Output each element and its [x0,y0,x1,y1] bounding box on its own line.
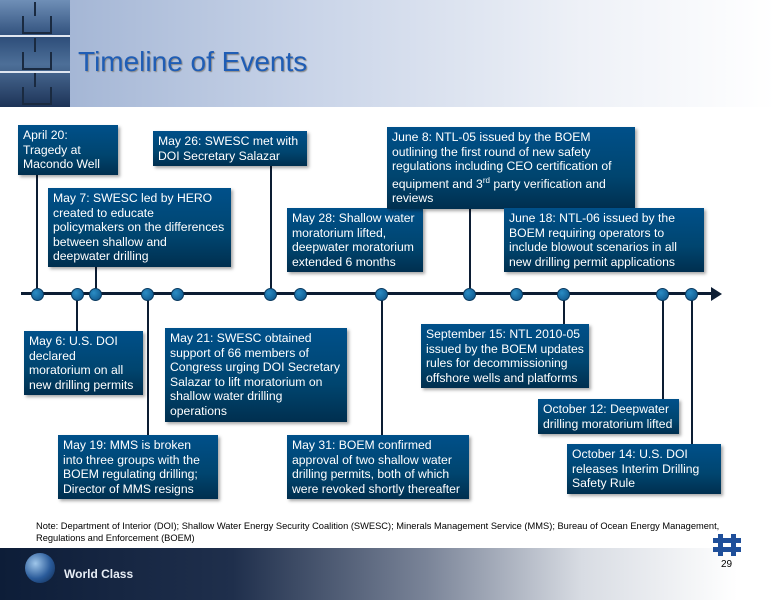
event-sep15: September 15: NTL 2010-05 issued by the … [421,324,589,389]
oil-rig-icon [22,73,52,105]
footer-bar [0,548,776,600]
timeline-dot [685,288,698,301]
connector-oct14 [691,294,693,444]
event-oct12: October 12: Deepwater drilling moratoriu… [538,399,679,435]
timeline-dot [89,288,102,301]
event-may7: May 7: SWESC led by HERO created to educ… [48,188,231,267]
connector-may7 [95,250,97,293]
event-jun8-superscript: rd [482,175,490,185]
company-logo-icon [713,534,741,556]
header-banner [0,0,776,107]
connector-may19 [147,294,149,437]
connector-sep15 [563,294,565,324]
connector-may26 [270,166,272,293]
timeline-dot [463,288,476,301]
timeline-axis [21,292,713,295]
connector-apr20 [36,160,38,293]
event-jun8: June 8: NTL-05 issued by the BOEM outlin… [387,127,635,210]
event-may19: May 19: MMS is broken into three groups … [58,435,218,500]
timeline-dot [31,288,44,301]
footnote: Note: Department of Interior (DOI); Shal… [36,521,720,543]
page-number: 29 [721,559,733,570]
brand-tagline: World Class [64,567,134,581]
event-may28: May 28: Shallow water moratorium lifted,… [287,208,423,273]
timeline-dot [264,288,277,301]
photo-divider [0,35,70,37]
event-oct14: October 14: U.S. DOI releases Interim Dr… [567,444,721,494]
oil-rig-icon [22,38,52,70]
oil-rig-icon [22,2,52,34]
event-may31: May 31: BOEM confirmed approval of two s… [287,435,469,500]
timeline-dot [656,288,669,301]
globe-icon [25,553,55,583]
page-title: Timeline of Events [78,46,308,77]
event-jun8-text-before: June 8: NTL-05 issued by the BOEM outlin… [392,130,612,191]
connector-jun8 [469,190,471,293]
event-jun8-text-after: party verification and reviews [392,176,606,206]
event-jun18: June 18: NTL-06 issued by the BOEM requi… [504,208,704,273]
photo-divider [0,71,70,73]
timeline-dot [294,288,307,301]
event-may26: May 26: SWESC met with DOI Secretary Sal… [153,131,307,167]
event-may6: May 6: U.S. DOI declared moratorium on a… [24,331,143,396]
event-may21: May 21: SWESC obtained support of 66 mem… [165,328,347,422]
event-apr20: April 20: Tragedy at Macondo Well [18,125,118,175]
connector-oct12 [662,294,664,400]
timeline-dot [71,288,84,301]
timeline-arrowhead [711,287,722,301]
connector-may31 [381,294,383,436]
timeline-dot [141,288,154,301]
connector-may6 [76,294,78,332]
timeline-dot [171,288,184,301]
timeline-dot [510,288,523,301]
header-photo-strip [0,0,70,107]
timeline-dot [557,288,570,301]
timeline-dot [375,288,388,301]
